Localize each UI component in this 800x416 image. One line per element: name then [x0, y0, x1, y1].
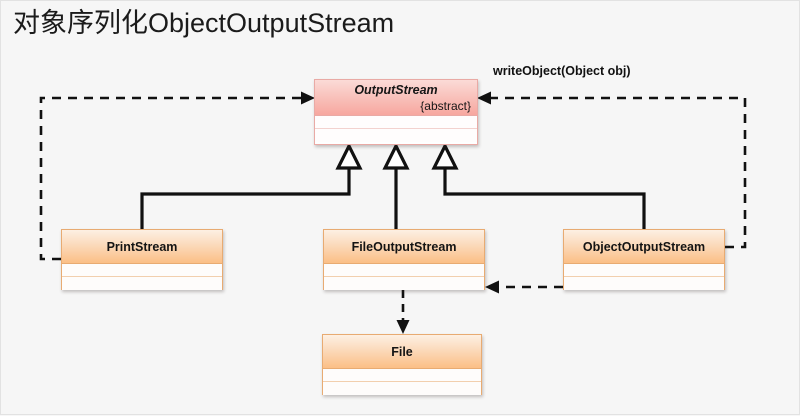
class-attributes-output-stream	[315, 116, 477, 129]
class-name-print-stream: PrintStream	[106, 239, 178, 254]
generalization-file-output-stream	[382, 142, 410, 229]
class-header-object-output-stream: ObjectOutputStream	[564, 230, 724, 264]
class-operations-file-output-stream	[324, 277, 484, 290]
class-name-output-stream: OutputStream	[354, 83, 438, 97]
class-name-file-output-stream: FileOutputStream	[351, 239, 457, 254]
class-attributes-print-stream	[62, 264, 222, 277]
class-header-output-stream: OutputStream {abstract}	[315, 80, 477, 116]
page-title: 对象序列化ObjectOutputStream	[13, 8, 395, 38]
class-box-object-output-stream[interactable]: ObjectOutputStream	[563, 229, 725, 290]
dependency-file-output-stream-to-file	[396, 290, 410, 334]
dependency-object-output-stream-to-file-output-stream	[485, 280, 563, 294]
generalization-print-stream	[140, 142, 363, 229]
class-operations-object-output-stream	[564, 277, 724, 290]
class-attributes-file	[323, 369, 481, 382]
class-box-file[interactable]: File	[322, 334, 482, 395]
class-header-print-stream: PrintStream	[62, 230, 222, 264]
class-name-object-output-stream: ObjectOutputStream	[582, 239, 706, 254]
class-header-file-output-stream: FileOutputStream	[324, 230, 484, 264]
edge-label-write-object: writeObject(Object obj)	[493, 64, 631, 78]
class-operations-file	[323, 382, 481, 395]
class-operations-print-stream	[62, 277, 222, 290]
generalization-object-output-stream	[431, 142, 646, 229]
class-attributes-file-output-stream	[324, 264, 484, 277]
dependency-object-output-stream-to-output-stream	[477, 91, 747, 249]
class-name-file: File	[391, 344, 413, 359]
class-header-file: File	[323, 335, 481, 369]
class-box-print-stream[interactable]: PrintStream	[61, 229, 223, 290]
class-stereotype-output-stream: {abstract}	[420, 99, 471, 113]
class-attributes-object-output-stream	[564, 264, 724, 277]
class-box-output-stream[interactable]: OutputStream {abstract}	[314, 79, 478, 145]
class-box-file-output-stream[interactable]: FileOutputStream	[323, 229, 485, 290]
class-operations-output-stream	[315, 129, 477, 142]
